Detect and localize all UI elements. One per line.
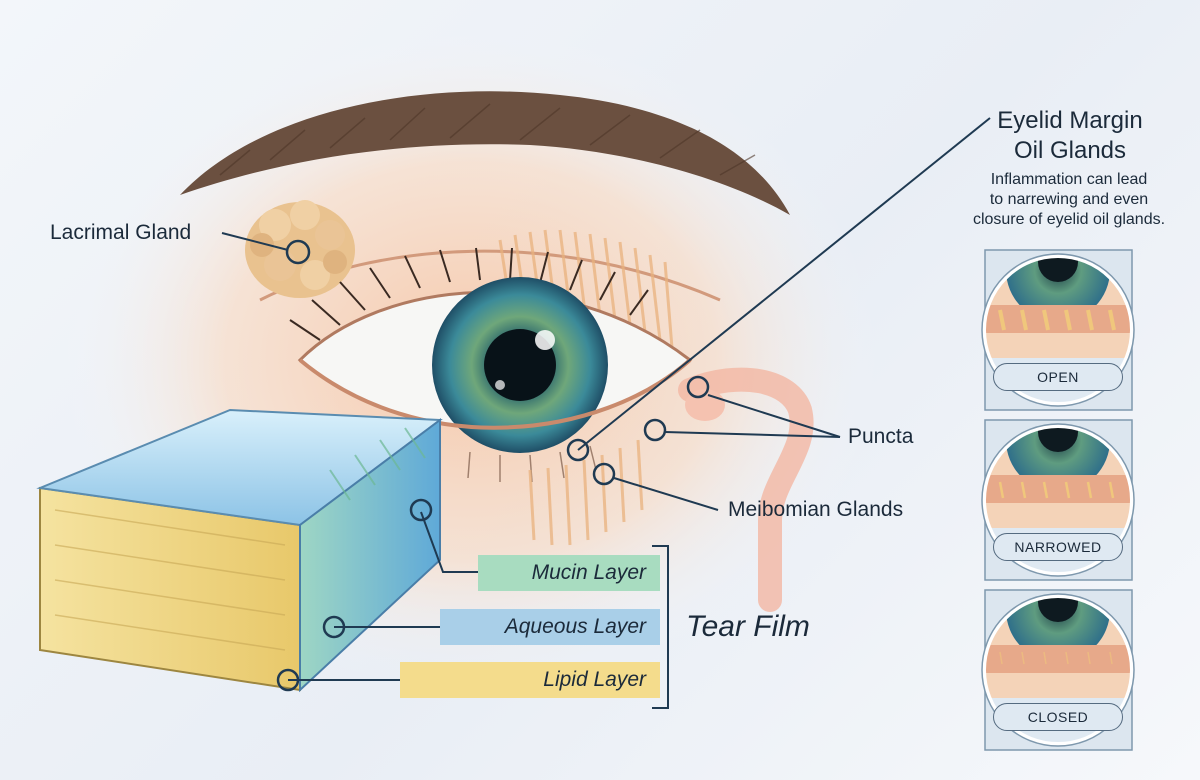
eyelid-heading: Eyelid Margin Oil Glands bbox=[970, 106, 1170, 166]
upper-eyelashes bbox=[289, 247, 649, 341]
tear-film-wedge bbox=[36, 408, 443, 693]
aqueous-layer-label: Aqueous Layer bbox=[440, 609, 660, 645]
state-open-pill: OPEN bbox=[993, 363, 1123, 391]
label-lacrimal-gland: Lacrimal Gland bbox=[50, 221, 192, 244]
eyelid-desc-line3: closure of eyelid oil glands. bbox=[972, 211, 1166, 228]
upper-meibomian-glands bbox=[498, 229, 674, 349]
nasolacrimal-duct bbox=[678, 367, 814, 612]
eyelid-heading-line2: Oil Glands bbox=[1013, 137, 1127, 164]
eyelid-desc-line1: Inflammation can lead bbox=[990, 171, 1148, 188]
lower-meibomian-glands bbox=[528, 439, 644, 546]
leader-lines bbox=[221, 117, 991, 709]
mucin-layer-label: Mucin Layer bbox=[478, 555, 660, 591]
callout-circles bbox=[276, 239, 710, 692]
eyelid-heading-line1: Eyelid Margin bbox=[997, 107, 1143, 134]
gland-state-panel bbox=[981, 249, 1135, 751]
label-meibomian-glands: Meibomian Glands bbox=[728, 498, 904, 521]
state-narrowed-pill: NARROWED bbox=[993, 533, 1123, 561]
eyebrow bbox=[180, 91, 790, 215]
label-tear-film: Tear Film bbox=[686, 610, 810, 643]
state-closed-pill: CLOSED bbox=[993, 703, 1123, 731]
label-puncta: Puncta bbox=[848, 425, 914, 448]
eyelid-desc-line2: to narrewing and even bbox=[989, 191, 1149, 208]
eyelid-description: Inflammation can lead to narrewing and e… bbox=[940, 170, 1198, 230]
lipid-layer-label: Lipid Layer bbox=[400, 662, 660, 698]
lacrimal-gland bbox=[245, 200, 355, 298]
